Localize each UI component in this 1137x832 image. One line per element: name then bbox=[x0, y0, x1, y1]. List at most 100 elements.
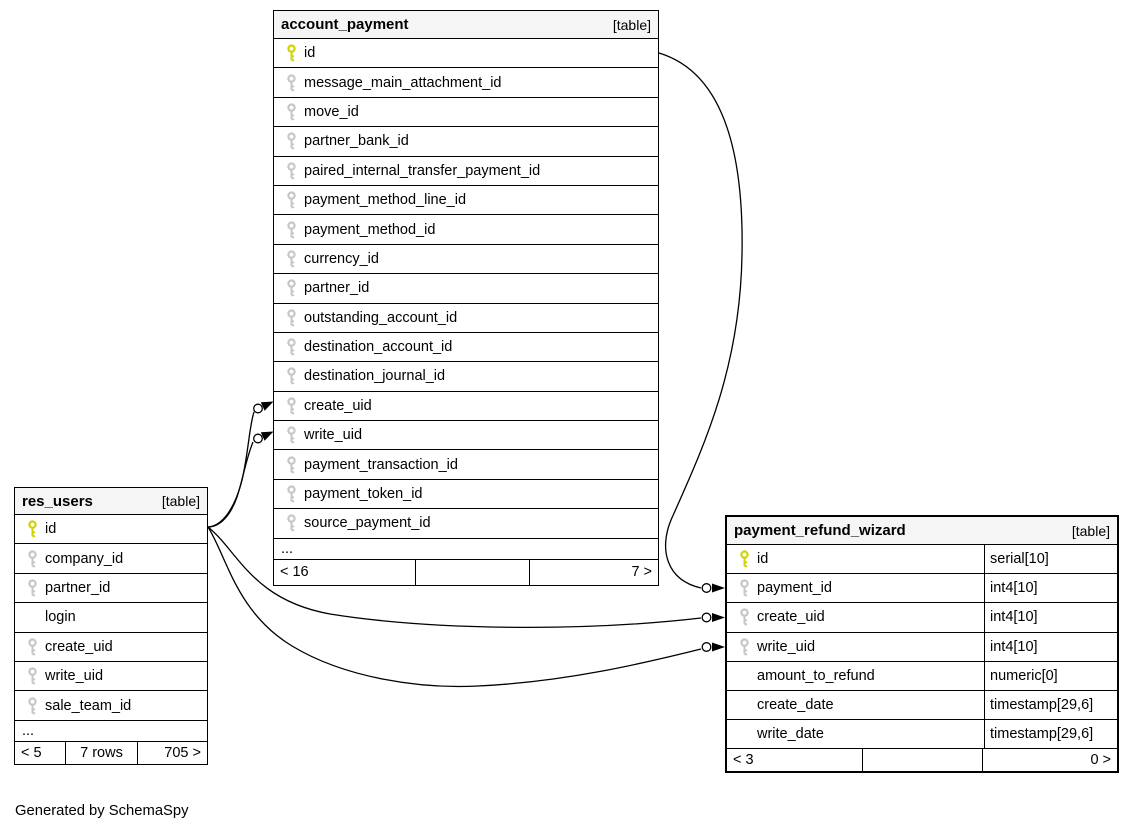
footer-right-cell: 7 > bbox=[631, 564, 652, 581]
connector-circle bbox=[701, 583, 712, 593]
foreign-key-icon bbox=[282, 250, 300, 268]
column-name: paired_internal_transfer_payment_id bbox=[304, 162, 541, 179]
fk-line-account_payment-write_uid-to-res_users-id bbox=[207, 441, 254, 528]
foreign-key-icon bbox=[282, 397, 300, 415]
connector-circle bbox=[253, 433, 263, 444]
column-name: partner_id bbox=[304, 280, 370, 297]
footer-center-cell bbox=[416, 559, 530, 585]
foreign-key-icon bbox=[282, 162, 300, 180]
column-row: paired_internal_transfer_payment_id bbox=[274, 157, 658, 186]
foreign-key-icon bbox=[282, 73, 300, 92]
column-type: timestamp[29,6] bbox=[984, 690, 1117, 720]
generator-note: Generated by SchemaSpy bbox=[15, 803, 189, 819]
column-name: payment_transaction_id bbox=[304, 456, 458, 473]
column-row: id bbox=[15, 515, 207, 545]
table-title[interactable]: account_payment bbox=[281, 16, 409, 33]
foreign-key-icon bbox=[282, 456, 300, 474]
column-name: outstanding_account_id bbox=[304, 309, 458, 326]
column-name: partner_id bbox=[45, 579, 111, 596]
column-type: serial[10] bbox=[984, 545, 1117, 574]
column-row: create_uid bbox=[15, 633, 207, 662]
column-name: create_uid bbox=[304, 397, 372, 414]
column-name: destination_account_id bbox=[304, 339, 453, 356]
column-name: destination_journal_id bbox=[304, 368, 446, 385]
column-type: timestamp[29,6] bbox=[984, 720, 1117, 749]
table-title[interactable]: payment_refund_wizard bbox=[734, 522, 906, 539]
foreign-key-icon bbox=[282, 367, 300, 385]
table-type-badge: [table] bbox=[1071, 522, 1110, 539]
footer-center-cell: 7 rows bbox=[66, 741, 138, 764]
column-row: partner_bank_id bbox=[274, 127, 658, 157]
table-header: payment_refund_wizard [table] bbox=[727, 517, 1117, 545]
column-name: write_uid bbox=[304, 427, 363, 444]
connector-circle bbox=[253, 403, 263, 414]
primary-key-icon bbox=[23, 520, 41, 538]
foreign-key-icon bbox=[735, 608, 753, 626]
table-card-account_payment[interactable]: account_payment[table]id message_main_att… bbox=[273, 10, 659, 586]
table-title[interactable]: res_users bbox=[22, 492, 93, 510]
foreign-key-icon bbox=[282, 279, 300, 297]
foreign-key-icon bbox=[23, 696, 41, 715]
column-row: message_main_attachment_id bbox=[274, 68, 658, 98]
foreign-key-icon bbox=[282, 220, 300, 239]
column-row: create_date timestamp[29,6] bbox=[727, 690, 1117, 721]
foreign-key-icon bbox=[282, 309, 300, 327]
foreign-key-icon bbox=[735, 579, 753, 597]
column-row: destination_journal_id bbox=[274, 362, 658, 392]
column-type: numeric[0] bbox=[984, 661, 1117, 690]
column-name: id bbox=[304, 45, 316, 62]
column-row: login bbox=[15, 603, 207, 633]
foreign-key-icon bbox=[282, 191, 300, 209]
table-header: res_users[table] bbox=[15, 488, 207, 515]
column-row: id bbox=[274, 39, 658, 69]
column-row: partner_id bbox=[274, 274, 658, 304]
footer-left-cell: < 3 bbox=[727, 749, 863, 771]
column-row: source_payment_id bbox=[274, 509, 658, 539]
column-name: payment_method_line_id bbox=[304, 192, 467, 209]
column-row: outstanding_account_id bbox=[274, 304, 658, 333]
fk-line-wizard-create_uid-to-res_users-id bbox=[207, 526, 702, 629]
column-name: create_uid bbox=[757, 609, 825, 626]
foreign-key-icon bbox=[282, 514, 300, 532]
column-type: int4[10] bbox=[984, 603, 1117, 632]
column-row: sale_team_id bbox=[15, 691, 207, 721]
footer-right-cell: 0 > bbox=[1090, 752, 1111, 769]
ellipsis-text: ... bbox=[281, 540, 294, 557]
column-name: payment_method_id bbox=[304, 221, 436, 238]
ellipsis-row: ... bbox=[274, 539, 658, 560]
connector-arrowhead bbox=[260, 401, 274, 411]
column-row: company_id bbox=[15, 544, 207, 574]
column-name: sale_team_id bbox=[45, 697, 132, 714]
column-row: partner_id bbox=[15, 574, 207, 604]
foreign-key-icon bbox=[23, 638, 41, 656]
foreign-key-icon bbox=[282, 132, 300, 150]
ellipsis-row: ... bbox=[15, 721, 207, 742]
column-row: create_uid int4[10] bbox=[727, 603, 1117, 633]
connector-arrowhead bbox=[712, 613, 725, 622]
column-name: write_uid bbox=[757, 638, 816, 655]
primary-key-icon bbox=[282, 44, 300, 62]
connector-circle bbox=[701, 612, 712, 623]
foreign-key-icon bbox=[282, 485, 300, 503]
ellipsis-text: ... bbox=[22, 722, 35, 739]
connector-circle bbox=[701, 642, 712, 652]
column-row: currency_id bbox=[274, 245, 658, 275]
column-name: amount_to_refund bbox=[757, 667, 875, 684]
foreign-key-icon bbox=[282, 426, 300, 444]
column-name: create_date bbox=[757, 697, 834, 714]
fk-line-payment_id-to-account_payment-id bbox=[658, 52, 743, 589]
table-header: account_payment[table] bbox=[274, 11, 658, 39]
foreign-key-icon bbox=[23, 549, 41, 568]
column-name: source_payment_id bbox=[304, 515, 431, 532]
